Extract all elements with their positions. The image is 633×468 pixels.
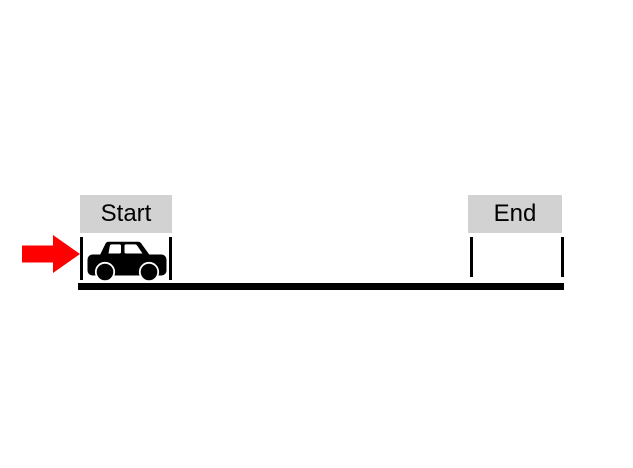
start-label: Start	[80, 195, 172, 233]
start-tick-right	[169, 237, 172, 280]
end-label: End	[468, 195, 562, 233]
right-arrow-icon	[22, 235, 80, 273]
start-tick-left	[80, 237, 83, 280]
end-tick-right	[561, 237, 564, 277]
road-line	[78, 283, 564, 290]
end-tick-left	[470, 237, 473, 277]
car-icon	[87, 241, 167, 283]
